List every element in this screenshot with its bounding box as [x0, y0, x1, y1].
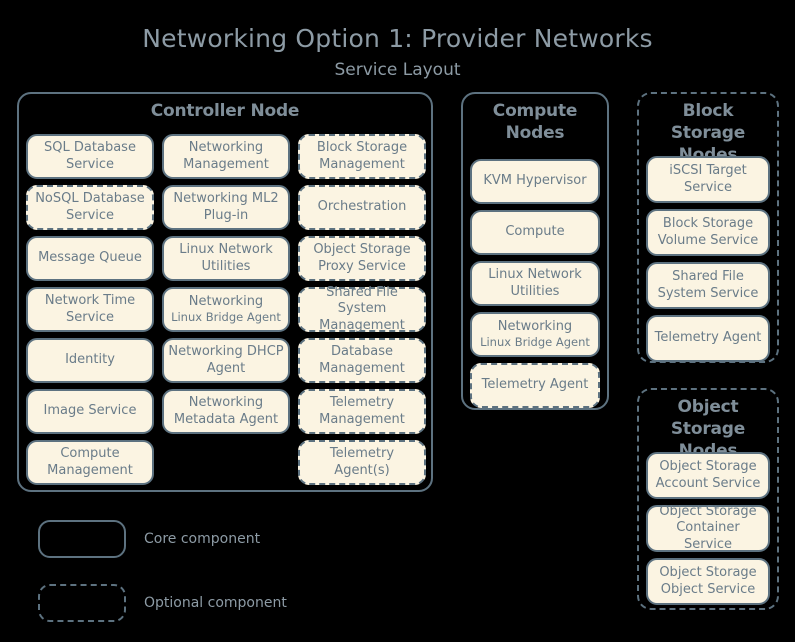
component-box[interactable]: Shared File System Management: [298, 285, 426, 333]
component-box[interactable]: Message Queue: [26, 236, 154, 281]
legend-label-optional: Optional component: [144, 595, 287, 611]
component-sublabel: Linux Bridge Agent: [480, 335, 590, 350]
component-label: Linux Network Utilities: [488, 267, 582, 299]
component-label: Networking Management: [183, 140, 269, 172]
component-label: Networking: [497, 319, 573, 335]
component-label: Telemetry Agent(s): [329, 446, 395, 478]
component-box[interactable]: Networking Metadata Agent: [162, 389, 290, 434]
component-label: Image Service: [43, 403, 137, 419]
panel-title-compute-nodes: Compute Nodes: [492, 101, 578, 143]
component-label: Orchestration: [317, 199, 407, 215]
component-label: KVM Hypervisor: [483, 173, 587, 189]
component-label: Shared File System Management: [319, 285, 405, 333]
component-label: Object Storage Proxy Service: [313, 242, 411, 274]
component-box[interactable]: Object Storage Proxy Service: [298, 236, 426, 281]
component-label: Block Storage Volume Service: [657, 216, 759, 248]
component-label: Telemetry Management: [319, 395, 405, 427]
component-label: Networking ML2 Plug-in: [173, 191, 279, 223]
component-box[interactable]: KVM Hypervisor: [470, 159, 600, 204]
component-label: Identity: [65, 352, 115, 368]
component-box[interactable]: Identity: [26, 338, 154, 383]
legend-row-core: Core component: [38, 520, 260, 558]
component-box[interactable]: Compute: [470, 210, 600, 255]
component-label: Shared File System Service: [657, 269, 759, 301]
component-box[interactable]: Object Storage Account Service: [646, 452, 770, 499]
legend-swatch-core: [38, 520, 126, 558]
page-title: Networking Option 1: Provider Networks: [142, 24, 653, 53]
component-label: NoSQL Database Service: [35, 191, 145, 223]
component-label: Networking Metadata Agent: [173, 395, 279, 427]
component-box[interactable]: SQL Database Service: [26, 134, 154, 179]
panel-object-storage-nodes: Object Storage Nodes Object Storage Acco…: [637, 388, 779, 610]
component-box[interactable]: Image Service: [26, 389, 154, 434]
component-label: SQL Database Service: [44, 140, 136, 172]
component-label: Network Time Service: [44, 293, 136, 325]
component-box[interactable]: Linux Network Utilities: [162, 236, 290, 281]
component-box[interactable]: Telemetry Management: [298, 389, 426, 434]
component-box[interactable]: Compute Management: [26, 440, 154, 485]
component-label: iSCSI Target Service: [669, 163, 747, 195]
page-subtitle: Service Layout: [334, 60, 461, 80]
panel-title-controller-node: Controller Node: [150, 101, 300, 121]
legend-swatch-optional: [38, 584, 126, 622]
component-box[interactable]: Networking DHCP Agent: [162, 338, 290, 383]
component-box[interactable]: Block Storage Management: [298, 134, 426, 179]
component-box[interactable]: Network Time Service: [26, 287, 154, 332]
component-box[interactable]: Telemetry Agent(s): [298, 440, 426, 485]
component-label: Networking: [188, 294, 264, 310]
component-box[interactable]: Networking ML2 Plug-in: [162, 185, 290, 230]
panel-block-storage-nodes: Block Storage Nodes iSCSI Target Service…: [637, 92, 779, 363]
legend-label-core: Core component: [144, 531, 261, 547]
component-box[interactable]: Object Storage Container Service: [646, 504, 770, 552]
component-label: Object Storage Account Service: [655, 459, 761, 491]
component-box[interactable]: Object Storage Object Service: [646, 558, 770, 605]
component-box[interactable]: NoSQL Database Service: [26, 185, 154, 230]
component-label: Object Storage Object Service: [659, 565, 757, 597]
component-label: Message Queue: [38, 250, 142, 266]
component-box[interactable]: Database Management: [298, 338, 426, 383]
component-box[interactable]: Linux Network Utilities: [470, 261, 600, 306]
component-box[interactable]: Telemetry Agent: [646, 315, 770, 362]
component-label: Linux Network Utilities: [179, 242, 273, 274]
component-box[interactable]: Networking Management: [162, 134, 290, 179]
component-sublabel: Linux Bridge Agent: [171, 310, 281, 325]
component-label: Block Storage Management: [316, 140, 408, 172]
component-label: Telemetry Agent: [481, 377, 589, 393]
component-label: Compute: [505, 224, 565, 240]
component-label: Database Management: [319, 344, 405, 376]
component-box[interactable]: Shared File System Service: [646, 262, 770, 309]
component-label: Telemetry Agent: [654, 330, 762, 346]
legend-row-optional: Optional component: [38, 584, 287, 622]
component-box[interactable]: iSCSI Target Service: [646, 156, 770, 203]
component-box[interactable]: Telemetry Agent: [470, 363, 600, 408]
component-label: Compute Management: [47, 446, 133, 478]
component-label: Networking DHCP Agent: [168, 344, 284, 376]
component-box[interactable]: Block Storage Volume Service: [646, 209, 770, 256]
component-label: Object Storage Container Service: [659, 504, 757, 552]
component-box[interactable]: Orchestration: [298, 185, 426, 230]
